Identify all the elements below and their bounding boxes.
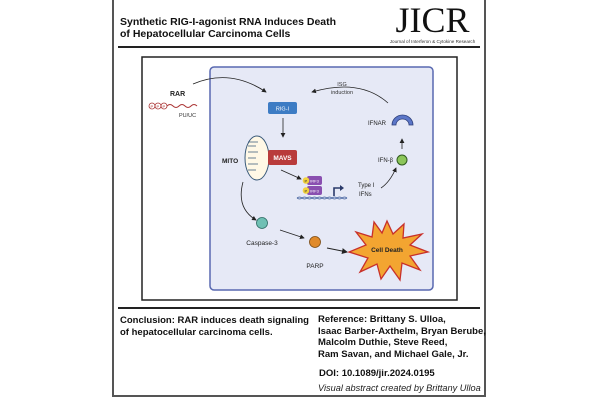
isg-feedback-arrow bbox=[311, 86, 389, 104]
ifnar-label: IFNAR bbox=[368, 121, 387, 127]
irf3-label: IRF3 bbox=[310, 189, 319, 194]
parp-label: PARP bbox=[306, 263, 323, 270]
type-i-ifns-label-2: IFNs bbox=[359, 192, 372, 198]
conclusion: Conclusion: RAR induces death signaling … bbox=[120, 315, 320, 338]
reference: Reference: Brittany S. Ulloa, Isaac Barb… bbox=[318, 314, 488, 360]
journal-logo-mark: JICR bbox=[395, 0, 470, 40]
ifn-secretion-arrow bbox=[380, 167, 397, 189]
title-line-1: Synthetic RIG-I-agonist RNA Induces Deat… bbox=[120, 16, 337, 28]
caspase-3-icon bbox=[256, 217, 268, 229]
rar-label: RAR bbox=[170, 91, 185, 98]
rig-i-box bbox=[268, 102, 297, 114]
caspase-to-parp-arrow bbox=[279, 229, 305, 240]
visual-abstract-credit: Visual abstract created by Brittany Ullo… bbox=[318, 383, 481, 393]
rna-triphosphate-icon: P P P bbox=[148, 102, 198, 110]
phospho-label: P bbox=[305, 179, 308, 184]
isg-label: ISG bbox=[337, 82, 346, 88]
rar-entry-arrow bbox=[192, 77, 267, 93]
irf3-dimer: P P IRF3 IRF3 bbox=[302, 176, 322, 195]
dna-promoter-icon bbox=[296, 185, 348, 200]
rig-i-label: RIG-I bbox=[276, 107, 290, 113]
caspase-3-label: Caspase-3 bbox=[246, 240, 278, 247]
mito-to-caspase-arrow bbox=[240, 181, 257, 221]
cell-death-burst-icon bbox=[347, 219, 431, 282]
abstract-title: Synthetic RIG-I-agonist RNA Induces Deat… bbox=[120, 16, 340, 40]
cell-death-label: Cell Death bbox=[371, 247, 403, 254]
conclusion-line-2: of hepatocellular carcinoma cells. bbox=[120, 326, 273, 338]
phospho-label: P bbox=[305, 189, 308, 194]
svg-text:P: P bbox=[151, 104, 154, 109]
ifnar-receptor-icon bbox=[391, 114, 414, 126]
mavs-to-irf3-arrow bbox=[280, 169, 302, 180]
mavs-label: MAVS bbox=[273, 155, 292, 162]
mitochondrion-icon bbox=[244, 135, 270, 181]
type-i-ifns-label: Type I bbox=[358, 183, 375, 189]
reference-line: Isaac Barber-Axthelm, Bryan Berube, bbox=[318, 325, 486, 337]
journal-logo: JICR Journal of Interferon & Cytokine Re… bbox=[380, 2, 485, 44]
title-line-2: of Hepatocellular Carcinoma Cells bbox=[120, 28, 291, 40]
reference-line: Reference: Brittany S. Ulloa, bbox=[318, 314, 446, 325]
mavs-box bbox=[268, 150, 297, 165]
header-divider bbox=[118, 46, 480, 48]
parp-to-death-arrow bbox=[326, 247, 348, 254]
footer-divider bbox=[118, 307, 480, 309]
conclusion-line-1: Conclusion: RAR induces death signaling bbox=[120, 315, 309, 326]
isg-induction-label: induction bbox=[331, 90, 353, 96]
svg-text:P: P bbox=[163, 104, 166, 109]
reference-line: Malcolm Duthie, Steve Reed, bbox=[318, 337, 448, 348]
irf3-label: IRF3 bbox=[310, 179, 319, 184]
mito-label: MITO bbox=[222, 158, 238, 165]
pu-uc-label: PU/UC bbox=[179, 113, 196, 119]
doi-link[interactable]: DOI: 10.1089/jir.2024.0195 bbox=[319, 368, 435, 379]
ifn-beta-label: IFN-β bbox=[378, 158, 394, 164]
svg-text:P: P bbox=[157, 104, 160, 109]
journal-name: Journal of Interferon & Cytokine Researc… bbox=[389, 39, 476, 44]
reference-line: Ram Savan, and Michael Gale, Jr. bbox=[318, 348, 469, 360]
abstract-frame bbox=[112, 0, 486, 397]
ifn-beta-icon bbox=[396, 154, 408, 166]
parp-icon bbox=[309, 236, 321, 248]
